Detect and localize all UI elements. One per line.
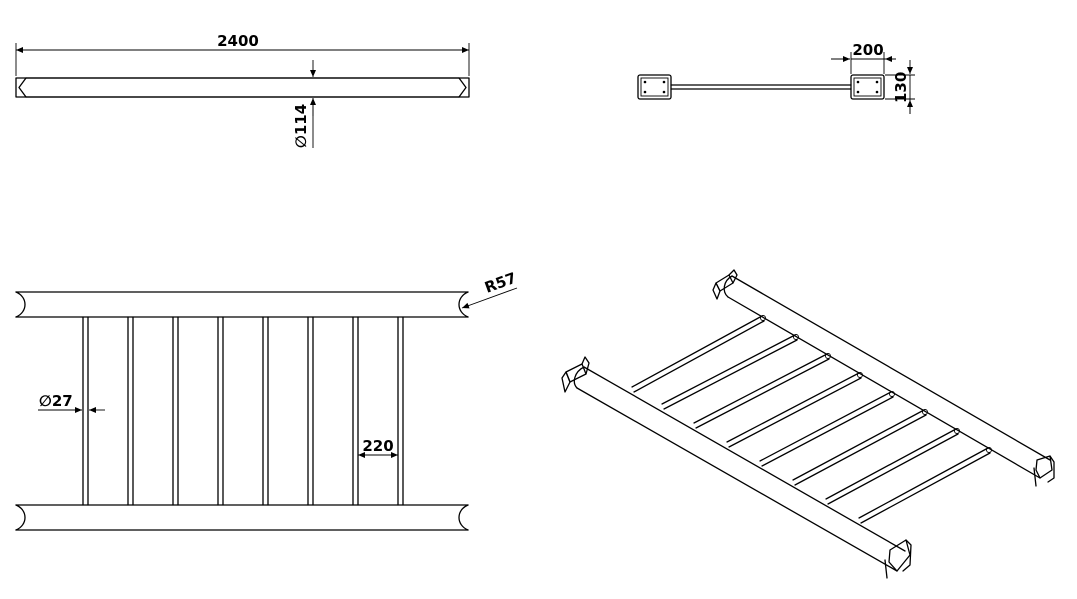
isometric-view bbox=[561, 269, 1055, 579]
tube-side-profile bbox=[15, 77, 470, 98]
right-bracket bbox=[850, 74, 885, 100]
iso-rungs bbox=[631, 315, 992, 524]
rung-spacing-label: 220 bbox=[362, 437, 393, 455]
rung bbox=[127, 316, 134, 506]
iso-rung bbox=[631, 315, 766, 393]
iso-front-tube bbox=[561, 356, 912, 579]
rungs bbox=[82, 316, 404, 506]
rung bbox=[397, 316, 404, 506]
tube-end-right-bottom bbox=[458, 504, 469, 531]
rung-diameter-label: ∅27 bbox=[39, 392, 73, 410]
left-bracket bbox=[637, 74, 672, 100]
iso-rung bbox=[858, 447, 992, 524]
plan-view: R57 ∅27 220 bbox=[15, 269, 519, 531]
end-radius-label: R57 bbox=[482, 269, 519, 297]
top-tube-view: 2400 ∅114 bbox=[15, 32, 470, 148]
length-dimension-label: 2400 bbox=[217, 32, 259, 50]
tube-end-left-bottom bbox=[15, 504, 26, 531]
iso-rung bbox=[726, 372, 863, 448]
rung bbox=[352, 316, 359, 506]
rung bbox=[217, 316, 224, 506]
iso-rung bbox=[693, 353, 831, 429]
tube-end-left-top bbox=[15, 291, 26, 318]
bracket-height-label: 130 bbox=[892, 72, 910, 103]
iso-rung bbox=[661, 334, 799, 410]
rung bbox=[307, 316, 314, 506]
iso-rung bbox=[792, 409, 928, 486]
tube-diameter-label: ∅114 bbox=[292, 104, 310, 148]
rung bbox=[172, 316, 179, 506]
iso-rear-tube bbox=[712, 269, 1055, 487]
rung bbox=[82, 316, 89, 506]
rung bbox=[262, 316, 269, 506]
tube-end-right-top bbox=[458, 291, 469, 318]
iso-rung bbox=[759, 391, 895, 467]
iso-rung bbox=[825, 428, 960, 505]
end-view: 200 130 bbox=[637, 41, 915, 114]
bracket-width-label: 200 bbox=[852, 41, 883, 59]
